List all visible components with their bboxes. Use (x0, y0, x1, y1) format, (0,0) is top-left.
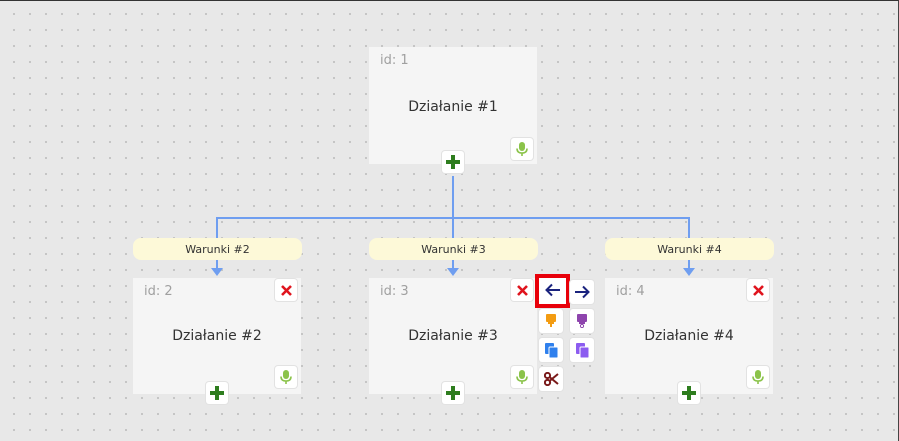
arrow-left-icon (544, 282, 561, 301)
connector-arrowhead (447, 268, 459, 276)
connector-line (688, 217, 690, 239)
mic-icon (280, 369, 292, 385)
close-icon (280, 284, 292, 296)
plus-icon (446, 386, 460, 400)
paste-below-icon (576, 314, 588, 328)
move-right-button[interactable] (570, 280, 594, 304)
node-title: Działanie #1 (408, 99, 498, 115)
copy-button[interactable] (539, 338, 563, 362)
connector-arrowhead (211, 268, 223, 276)
condition-label[interactable]: Warunki #4 (605, 238, 774, 260)
move-left-button[interactable] (535, 274, 570, 308)
node-id: id: 1 (380, 53, 409, 68)
scissors-icon (543, 372, 559, 386)
delete-button[interactable] (275, 279, 297, 301)
add-child-button[interactable] (442, 151, 464, 173)
connector-arrowhead (683, 268, 695, 276)
paste-above-button[interactable] (539, 309, 563, 333)
plus-icon (446, 155, 460, 169)
add-child-button[interactable] (206, 382, 228, 404)
condition-label[interactable]: Warunki #2 (133, 238, 302, 260)
condition-label[interactable]: Warunki #3 (369, 238, 538, 260)
copy-branch-button[interactable] (570, 338, 594, 362)
voice-button[interactable] (511, 366, 533, 388)
mic-icon (516, 369, 528, 385)
voice-button[interactable] (275, 366, 297, 388)
delete-button[interactable] (511, 279, 533, 301)
action-node[interactable]: id: 4 Działanie #4 (605, 278, 773, 404)
node-title: Działanie #3 (408, 328, 498, 344)
mic-icon (752, 369, 764, 385)
close-icon (752, 284, 764, 296)
arrow-right-icon (574, 285, 590, 299)
node-id: id: 3 (380, 284, 409, 299)
connector-line (688, 259, 690, 269)
copy-branch-icon (575, 342, 589, 358)
voice-button[interactable] (511, 138, 533, 160)
node-title: Działanie #2 (172, 328, 262, 344)
delete-button[interactable] (747, 279, 769, 301)
add-child-button[interactable] (678, 382, 700, 404)
action-node[interactable]: id: 3 Działanie #3 (369, 278, 537, 404)
add-child-button[interactable] (442, 382, 464, 404)
connector-line (216, 217, 218, 239)
plus-icon (210, 386, 224, 400)
connector-line (452, 176, 454, 218)
mic-icon (516, 141, 528, 157)
paste-above-icon (545, 314, 557, 328)
connector-line (216, 259, 218, 269)
plus-icon (682, 386, 696, 400)
paste-below-button[interactable] (570, 309, 594, 333)
node-id: id: 4 (616, 284, 645, 299)
node-title: Działanie #4 (644, 328, 734, 344)
node-id: id: 2 (144, 284, 173, 299)
copy-icon (544, 342, 558, 358)
cut-button[interactable] (539, 367, 563, 391)
voice-button[interactable] (747, 366, 769, 388)
action-node[interactable]: id: 1 Działanie #1 (369, 47, 537, 164)
connector-line (452, 217, 454, 239)
connector-line (452, 259, 454, 269)
close-icon (516, 284, 528, 296)
action-node[interactable]: id: 2 Działanie #2 (133, 278, 301, 404)
